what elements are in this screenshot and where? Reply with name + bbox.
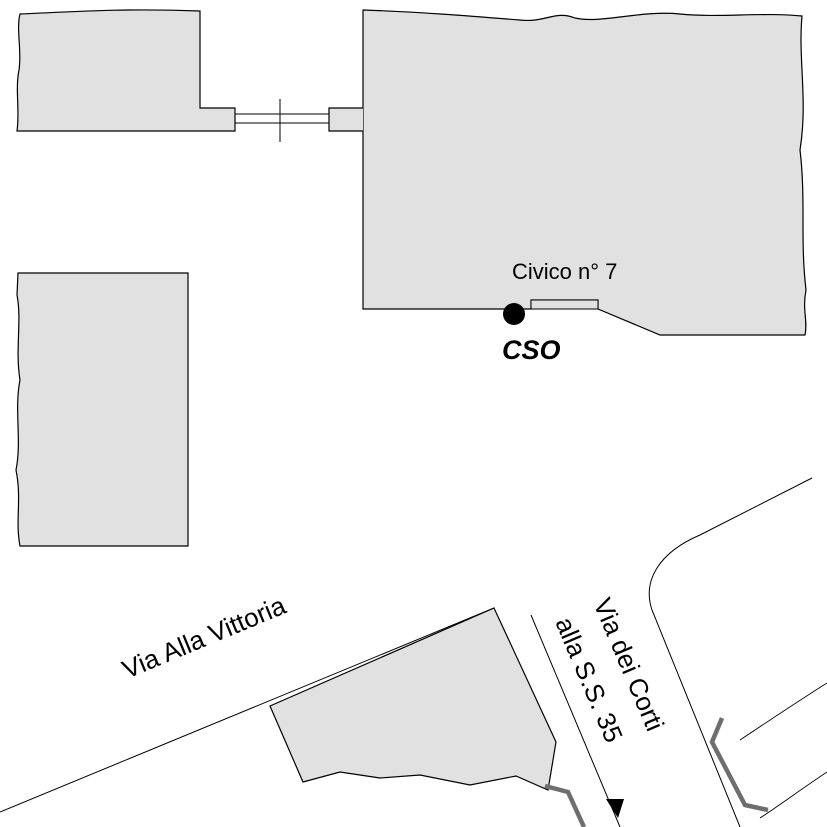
label-street-vittoria: Via Alla Vittoria bbox=[118, 590, 291, 685]
label-marker: CSO bbox=[502, 335, 561, 365]
road-edge-corti-far-2 bbox=[759, 771, 827, 819]
road-edge-corti-left bbox=[530, 614, 621, 827]
building-main bbox=[362, 9, 807, 336]
building-top-left bbox=[16, 9, 236, 132]
building-left-middle bbox=[15, 272, 189, 547]
marker-icon[interactable] bbox=[503, 303, 525, 325]
building-main-annex bbox=[328, 107, 363, 132]
building-bottom bbox=[269, 607, 557, 791]
entrance-strip bbox=[530, 299, 599, 310]
label-civic-number: Civico n° 7 bbox=[512, 259, 617, 284]
road-edge-corti-right bbox=[648, 477, 813, 827]
road-edge-vittoria bbox=[0, 607, 495, 813]
bridge-railing-right bbox=[709, 717, 769, 813]
bridge-railing-left bbox=[544, 783, 587, 827]
down-triangle-arrow-icon bbox=[606, 799, 624, 818]
road-edge-corti-far bbox=[739, 682, 827, 741]
